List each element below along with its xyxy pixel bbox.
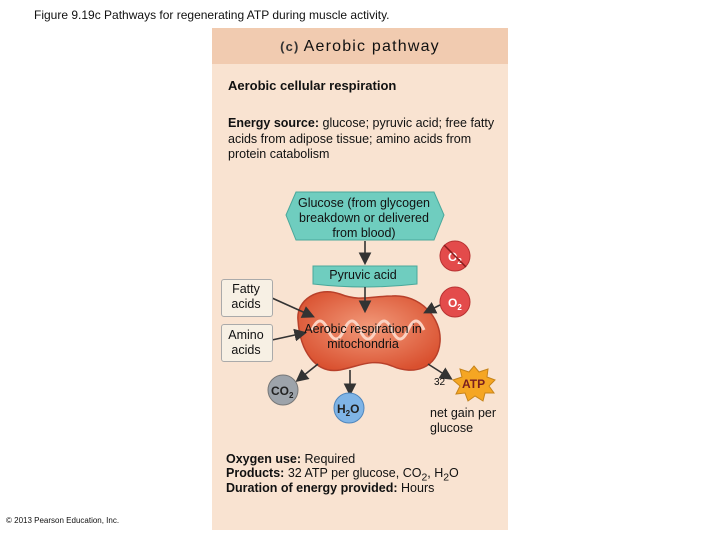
h2o-label: H2O [337, 402, 359, 418]
mitochondrion [297, 291, 441, 372]
glucose-label: Glucose (from glycogen breakdown or deli… [297, 196, 430, 240]
atp-label: ATP [462, 377, 485, 391]
products-sub-2: 2 [443, 472, 450, 484]
amino-acids-box [221, 324, 273, 362]
energy-source: Energy source: glucose; pyruvic acid; fr… [228, 116, 508, 163]
copyright: © 2013 Pearson Education, Inc. [6, 516, 120, 525]
co2-label: CO2 [271, 384, 294, 400]
panel-title: Aerobic pathway [303, 38, 440, 55]
arrow-amino-acids [271, 328, 308, 342]
arrow-to-atp [427, 363, 453, 380]
h2o-circle [333, 392, 365, 424]
duration-value: Hours [397, 481, 435, 495]
products-sub-1: 2 [421, 472, 428, 484]
pyruvic-label: Pyruvic acid [329, 268, 397, 282]
products-mid: , H [427, 466, 444, 480]
o2-blocked-mark [443, 244, 467, 268]
products-value: 32 ATP per glucose, CO [284, 466, 422, 480]
arrow-to-co2 [295, 363, 319, 382]
panel-header: (c)Aerobic pathway [212, 38, 508, 56]
energy-label: Energy source: [228, 116, 320, 130]
atp-count: 32 [434, 377, 446, 388]
products-label: Products: [226, 466, 285, 480]
duration: Duration of energy provided: Hours [226, 481, 434, 496]
energy-text: glucose; pyruvic acid; free fatty acids … [228, 116, 495, 161]
fatty-acids-box [221, 279, 273, 317]
pyruvic-box [312, 265, 418, 288]
co2-circle [267, 374, 299, 406]
arrow-fatty-acids [271, 297, 315, 318]
oxygen-use-value: Required [301, 452, 356, 466]
glucose-box [285, 191, 445, 241]
atp-burst [452, 365, 496, 402]
oxygen-use-label: Oxygen use: [226, 452, 302, 466]
arrow-o2-to-mito [423, 301, 441, 314]
net-gain-label: net gain per glucose [430, 406, 497, 435]
fatty-acids-label: Fatty acids [231, 282, 261, 311]
amino-acids-label: Amino acids [228, 328, 264, 357]
o2-circle-mid [439, 286, 471, 318]
mitochondria-label: Aerobic respiration in mitochondria [304, 322, 422, 351]
products: Products: 32 ATP per glucose, CO2, H2O [226, 466, 459, 486]
duration-label: Duration of energy provided: [226, 481, 398, 495]
products-end: O [449, 466, 459, 480]
o2-label-mid: O2 [448, 296, 462, 312]
header-band [212, 28, 508, 64]
panel-letter: (c) [280, 39, 300, 54]
panel-subtitle: Aerobic cellular respiration [228, 78, 397, 93]
oxygen-use: Oxygen use: Required [226, 452, 355, 467]
mitochondrion-cristae [310, 319, 426, 341]
figure-title: Figure 9.19c Pathways for regenerating A… [34, 8, 390, 22]
